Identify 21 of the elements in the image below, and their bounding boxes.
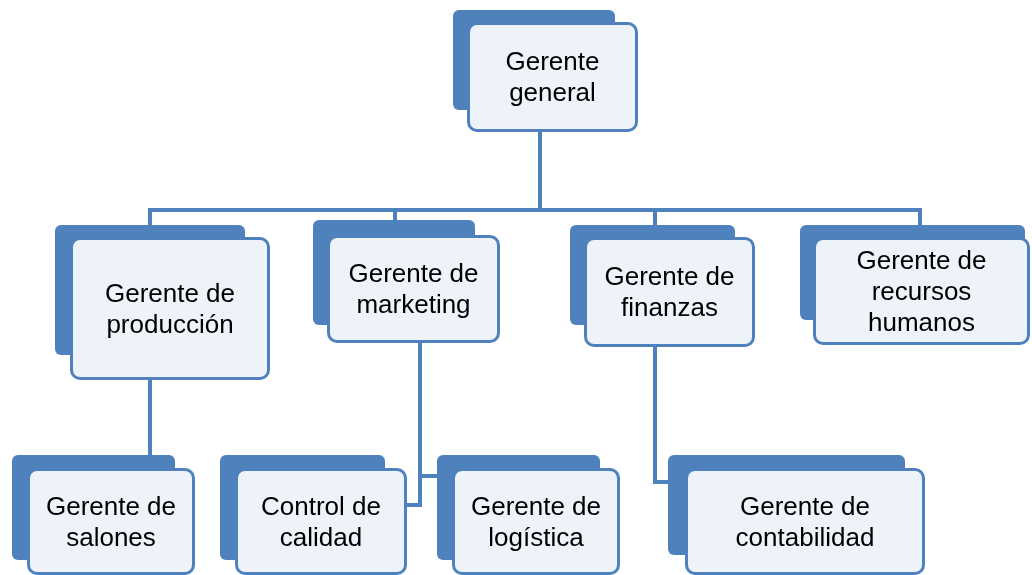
position-title: Gerente de salones (44, 490, 178, 553)
connector-line (653, 347, 668, 484)
org-card (570, 225, 755, 347)
position-title: Gerente de contabilidad (734, 490, 876, 553)
org-card (313, 220, 500, 343)
org-card (453, 10, 638, 132)
position-title: Control de calidad (260, 490, 382, 553)
org-card (668, 455, 925, 575)
position-title: Gerente de marketing (347, 258, 480, 320)
position-title: Gerente de finanzas (603, 261, 736, 323)
position-title: Gerente de recursos humanos (855, 244, 988, 338)
org-card (55, 225, 270, 380)
connector-line (418, 343, 437, 478)
position-title: Gerente de producción (103, 277, 237, 340)
position-title: Gerente de logística (469, 490, 603, 553)
position-title: Gerente general (504, 46, 601, 108)
org-card (12, 455, 195, 575)
org-card (220, 455, 407, 575)
org-card (800, 225, 1030, 345)
connector-line (148, 380, 152, 455)
org-card (437, 455, 620, 575)
